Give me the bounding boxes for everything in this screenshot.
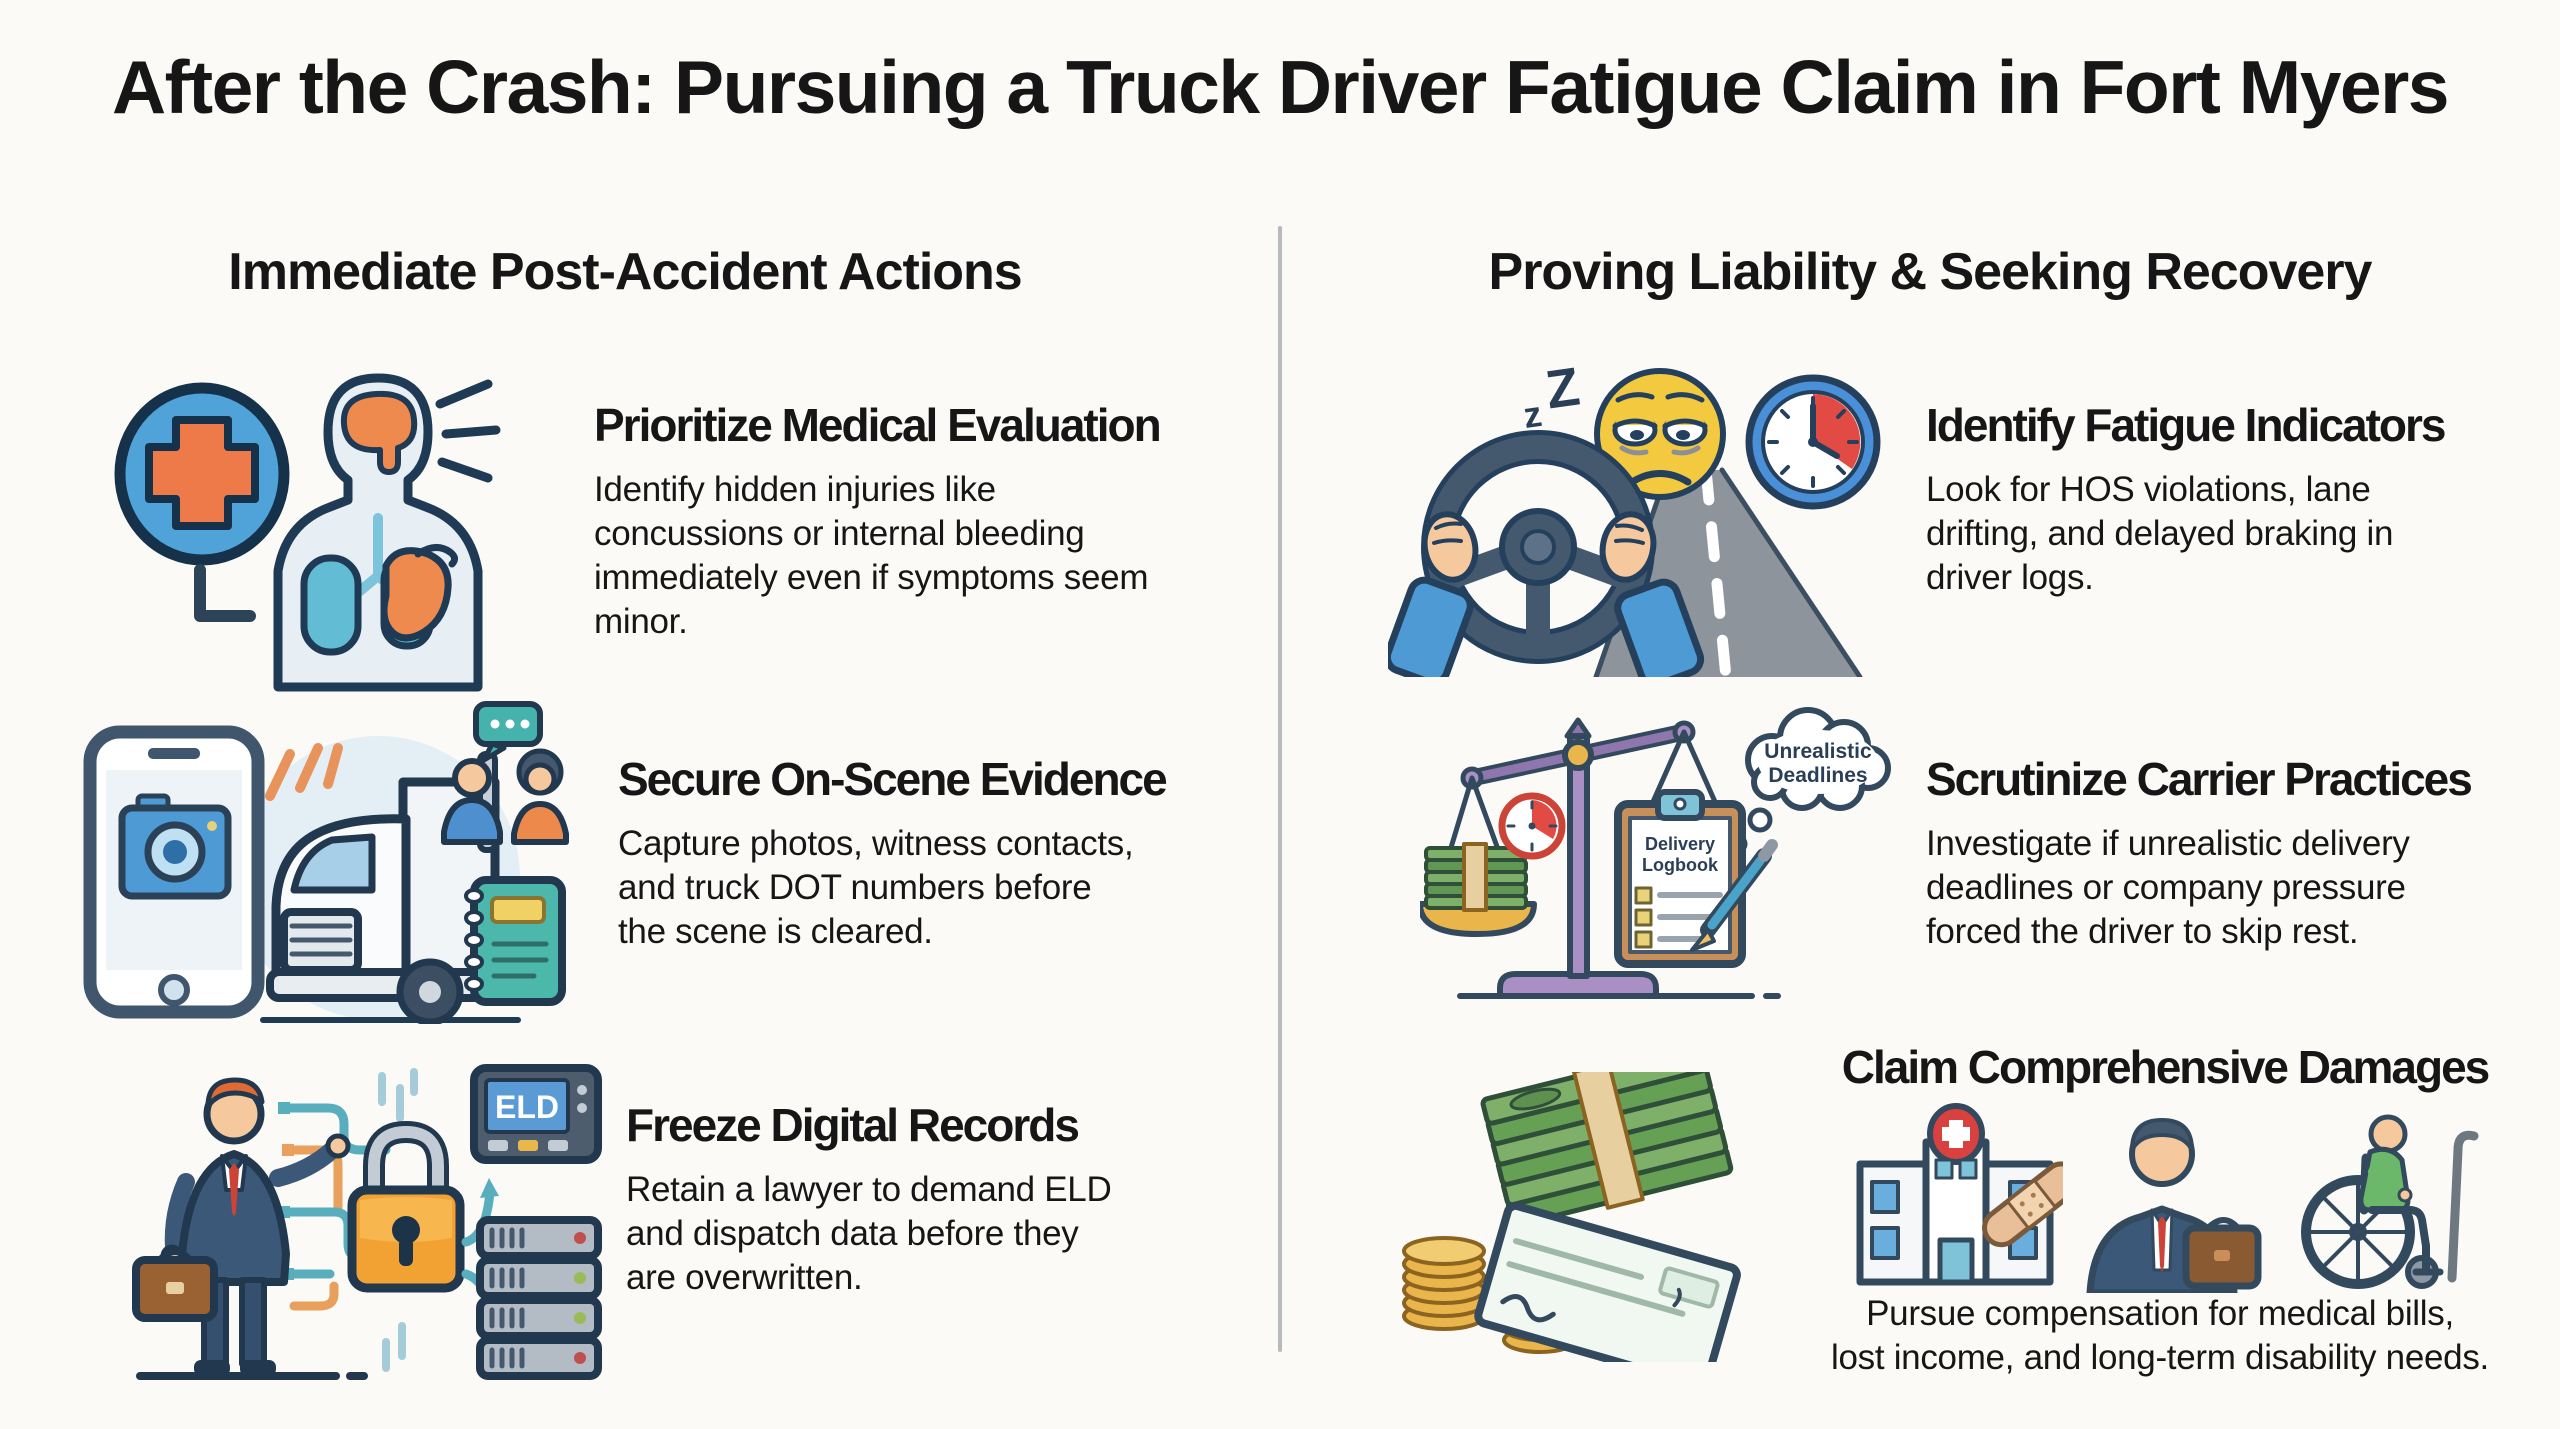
- zzz-small: z: [1521, 393, 1545, 436]
- impact-lines-icon: [265, 743, 343, 801]
- notebook-icon: [464, 876, 566, 1006]
- lawyer-icon: [132, 1077, 368, 1380]
- hospital-icon: [1856, 1103, 2063, 1286]
- zzz-big: Z: [1542, 357, 1583, 421]
- brain-icon: [340, 390, 418, 475]
- item-body: Pursue compensation for medical bills, l…: [1831, 1294, 2489, 1378]
- medical-cross-icon: [145, 416, 259, 530]
- list-item: Claim Comprehensive Damages: [1780, 1040, 2550, 1094]
- witnesses-icon: [441, 701, 569, 845]
- fatigue-indicators-illustration: z Z: [1388, 357, 1881, 677]
- logbook-label-line2: Logbook: [1642, 855, 1719, 875]
- logbook-label-line1: Delivery: [1645, 834, 1715, 854]
- item-body: Investigate if unrealistic delivery dead…: [1926, 824, 2410, 952]
- column-divider: [1278, 226, 1282, 1352]
- sleep-zzz: z Z: [1521, 357, 1583, 437]
- thought-cloud-icon: Unrealistic Deadlines: [1728, 707, 1891, 854]
- item-body: Look for HOS violations, lane drifting, …: [1926, 470, 2394, 598]
- person-head: [2368, 1114, 2408, 1154]
- pen-icon: [1690, 839, 1778, 952]
- impact-lines-icon: [435, 379, 501, 483]
- cash-stack-icon: [1480, 1072, 1734, 1228]
- on-scene-evidence-illustration: [83, 701, 569, 1024]
- corner-bracket: [194, 564, 256, 622]
- list-item: Scrutinize Carrier Practices Investigate…: [1926, 752, 2546, 954]
- item-title: Scrutinize Carrier Practices: [1926, 753, 2473, 805]
- server-stack-icon: [476, 1216, 602, 1380]
- item-body: Capture photos, witness contacts, and tr…: [618, 824, 1134, 952]
- right-column-header: Proving Liability & Seeking Recovery: [1488, 243, 2373, 301]
- hos-clock-icon: [1745, 374, 1881, 510]
- eld-screen-label: ELD: [495, 1089, 559, 1125]
- item-title: Identify Fatigue Indicators: [1926, 399, 2447, 451]
- digital-records-illustration: ELD: [132, 1064, 602, 1380]
- sleepy-driver-emoji: [1594, 368, 1726, 500]
- item-title: Prioritize Medical Evaluation: [594, 399, 1162, 451]
- list-item: Secure On-Scene Evidence Capture photos,…: [618, 752, 1238, 954]
- delivery-logbook-icon: Delivery Logbook: [1614, 789, 1746, 968]
- driver-hands: [1388, 511, 1705, 677]
- cane-icon: [2447, 1130, 2479, 1283]
- list-item: Freeze Digital Records Retain a lawyer t…: [626, 1098, 1246, 1300]
- carrier-practices-illustration: Unrealistic Deadlines: [1420, 707, 1891, 999]
- cloud-label-line1: Unrealistic: [1764, 740, 1872, 763]
- cloud-label-line2: Deadlines: [1768, 764, 1867, 787]
- page-title: After the Crash: Pursuing a Truck Driver…: [111, 45, 2450, 129]
- item-title: Freeze Digital Records: [626, 1099, 1080, 1151]
- item-title: Secure On-Scene Evidence: [618, 753, 1168, 805]
- heart-vessel: [414, 544, 459, 568]
- bandage-icon: [1982, 1161, 2063, 1248]
- check-icon: [1474, 1201, 1741, 1362]
- item-body: Retain a lawyer to demand ELD and dispat…: [626, 1170, 1112, 1298]
- wheelchair-person-icon: [2301, 1114, 2479, 1289]
- scale-icon: [1420, 717, 1781, 999]
- medical-evaluation-illustration: [114, 373, 501, 692]
- deadline-clock-icon: [1498, 792, 1566, 860]
- money-check-illustration: [1402, 1072, 1741, 1362]
- phone-camera-icon: [83, 725, 265, 1019]
- list-item: Identify Fatigue Indicators Look for HOS…: [1926, 398, 2546, 600]
- list-item: Prioritize Medical Evaluation Identify h…: [594, 398, 1254, 644]
- businessman-icon: [2086, 1118, 2262, 1293]
- left-column-header: Immediate Post-Accident Actions: [228, 243, 1022, 301]
- money-on-scale-icon: [1424, 842, 1528, 912]
- lung-left-icon: [300, 554, 362, 656]
- eld-device-icon: ELD: [470, 1064, 602, 1164]
- item-title: Claim Comprehensive Damages: [1841, 1041, 2491, 1093]
- padlock-icon: [347, 1121, 465, 1293]
- item-body: Identify hidden injuries like concussion…: [594, 470, 1149, 642]
